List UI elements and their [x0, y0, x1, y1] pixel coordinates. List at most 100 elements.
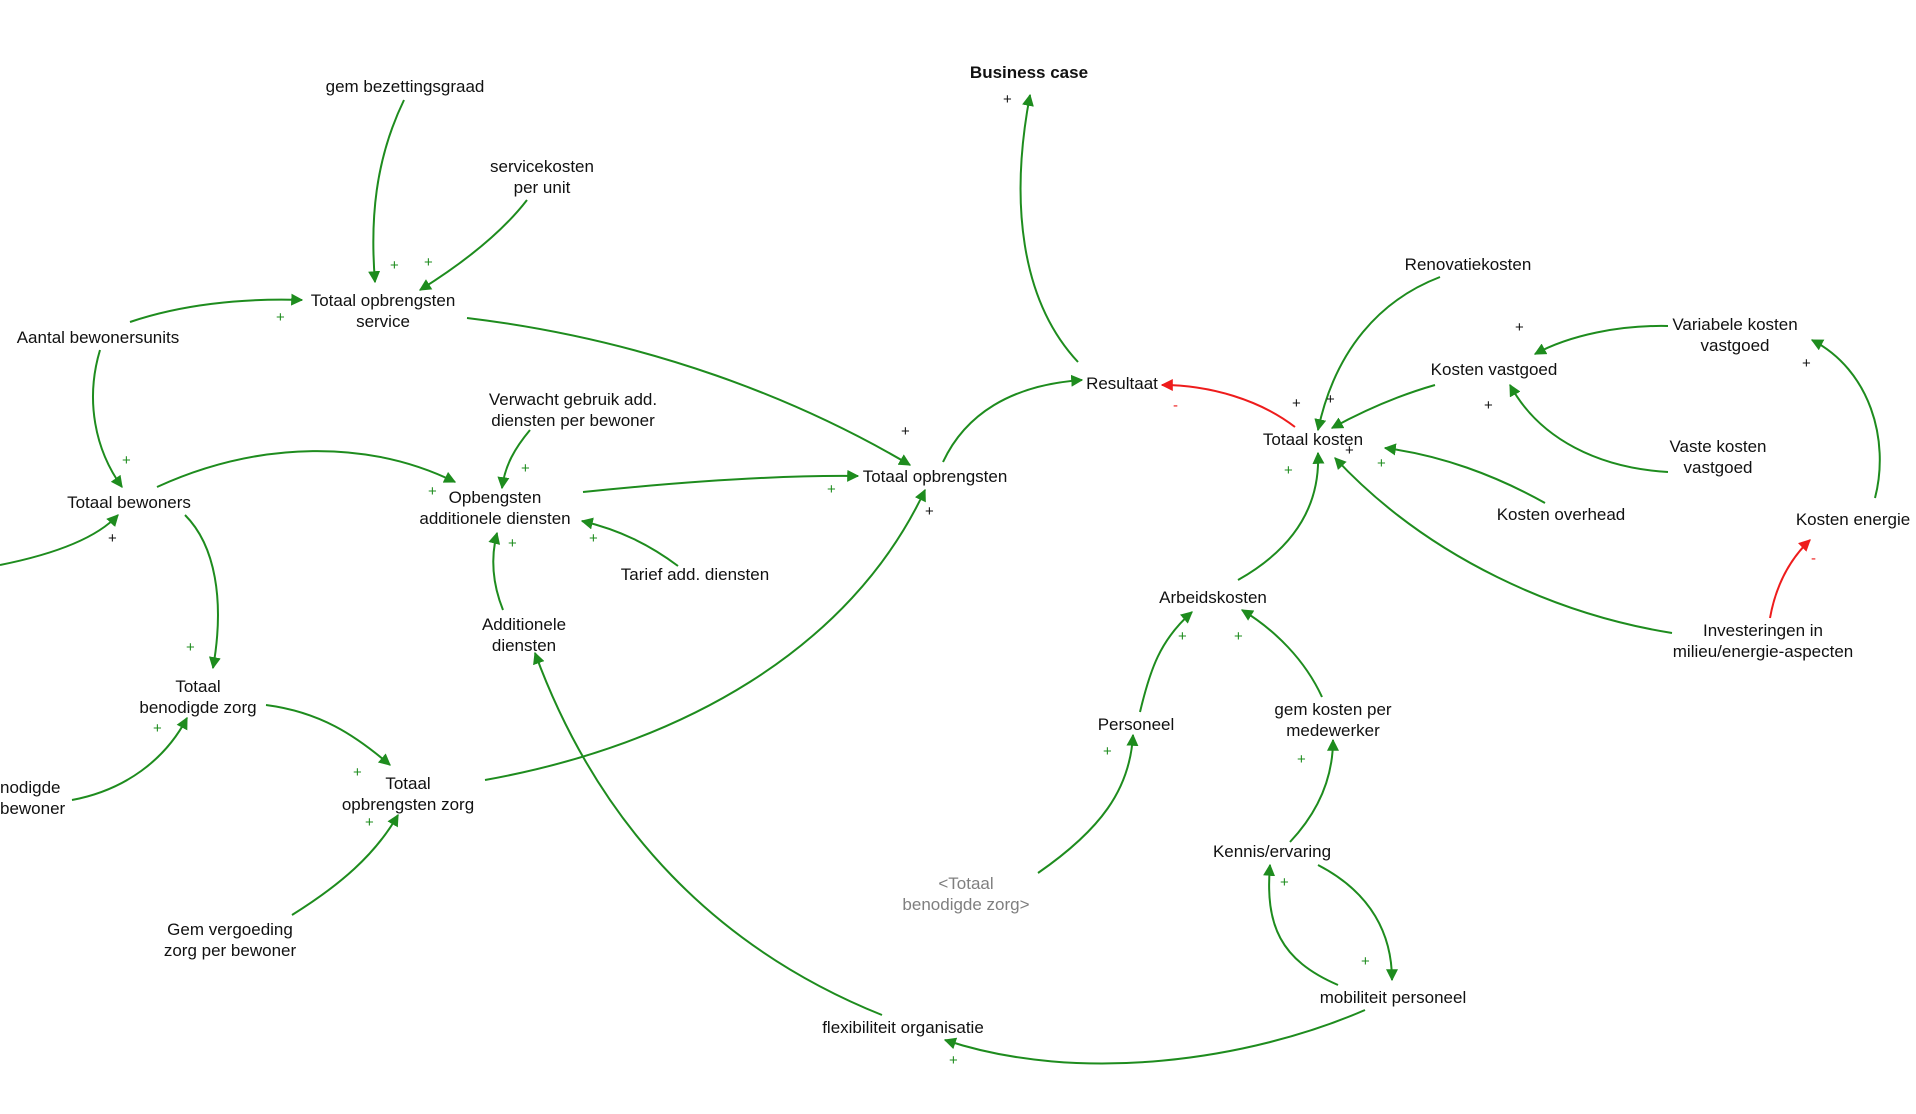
link-totaal-kosten-resultaat[interactable]	[1160, 379, 1296, 428]
link-bewoners-benodigde-zorg	[184, 514, 221, 670]
node-investeringen-line2: milieu/energie-aspecten	[1673, 642, 1854, 661]
link-personeel-arbeid	[1139, 611, 1193, 713]
node-totaal-opbrengsten-service-line1[interactable]: Totaal opbrengsten	[311, 291, 456, 310]
link-ghost-personeel	[1037, 733, 1139, 874]
sign-tarief: +	[589, 530, 598, 547]
node-verwacht-gebruik-line1[interactable]: Verwacht gebruik add.	[489, 390, 657, 409]
node-additionele-diensten-line1[interactable]: Additionele	[482, 615, 566, 634]
sign-personeel: +	[1178, 628, 1187, 645]
sign-ghost-personeel: +	[1103, 743, 1112, 760]
sign-verwacht: +	[521, 460, 530, 477]
link-service-totaal-opbrengsten	[466, 317, 912, 466]
node-servicekosten-line1[interactable]: servicekosten	[490, 157, 594, 176]
node-vaste-kosten-line1[interactable]: Vaste kosten	[1669, 437, 1766, 456]
node-servicekosten-line2: per unit	[514, 178, 571, 197]
sign-arbeid-totaal: +	[1284, 462, 1293, 479]
node-totaal-kosten[interactable]: Totaal kosten	[1263, 430, 1363, 449]
node-aantal-bewonersunits[interactable]: Aantal bewonersunits	[17, 328, 180, 347]
node-tarief-add[interactable]: Tarief add. diensten	[621, 565, 769, 584]
sign-vaste: +	[1484, 397, 1493, 414]
node-totaal-opbrengsten-zorg-line2: opbrengsten zorg	[342, 795, 474, 814]
sign-vastgoed-totaal: +	[1292, 395, 1301, 412]
sign-left-bewoners: +	[108, 530, 117, 547]
node-kosten-vastgoed[interactable]: Kosten vastgoed	[1431, 360, 1558, 379]
link-vergoeding-opbrengsten-zorg	[291, 813, 399, 916]
node-arbeidskosten[interactable]: Arbeidskosten	[1159, 588, 1267, 607]
node-variabele-kosten-line2: vastgoed	[1701, 336, 1770, 355]
sign-kennis-gem: +	[1297, 751, 1306, 768]
sign-units-service: +	[276, 309, 285, 326]
link-flexibiliteit-additionele	[533, 651, 883, 1016]
node-business-case[interactable]: Business case	[970, 63, 1088, 82]
sign-zorg-totaal: +	[925, 503, 934, 520]
node-personeel[interactable]: Personeel	[1098, 715, 1175, 734]
link-units-bewoners	[92, 349, 123, 488]
link-energie-variabele	[1810, 339, 1881, 499]
link-mobiliteit-flexibiliteit	[943, 1009, 1366, 1065]
node-kennis-ervaring[interactable]: Kennis/ervaring	[1213, 842, 1331, 861]
sign-kennis-mobiliteit: +	[1361, 953, 1370, 970]
node-kosten-energie[interactable]: Kosten energie	[1796, 510, 1910, 529]
link-kennis-gem-kosten	[1289, 738, 1339, 843]
node-opbrengsten-add-line2: additionele diensten	[419, 509, 570, 528]
links	[0, 93, 1881, 1065]
link-opbrengsten-zorg-totaal	[484, 488, 926, 781]
link-arbeid-totaal-kosten	[1237, 451, 1325, 581]
link-bezetting-service	[368, 99, 405, 284]
node-flexibiliteit-organisatie[interactable]: flexibiliteit organisatie	[822, 1018, 984, 1037]
sign-bezetting: +	[390, 257, 399, 274]
sign-mobiliteit-flex: +	[949, 1052, 958, 1069]
link-overhead-totaal-kosten	[1383, 443, 1546, 504]
node-totaal-bewoners[interactable]: Totaal bewoners	[67, 493, 191, 512]
link-investeringen-energie[interactable]	[1769, 539, 1811, 619]
node-totaal-opbrengsten-zorg-line1[interactable]: Totaal	[385, 774, 430, 793]
node-gem-vergoeding-line1[interactable]: Gem vergoeding	[167, 920, 293, 939]
link-additionele-opbrengsten-add	[488, 531, 504, 611]
node-gem-kosten-line2: medewerker	[1286, 721, 1380, 740]
link-gem-kosten-arbeid	[1240, 609, 1323, 698]
link-resultaat-business-case	[1019, 93, 1079, 363]
node-gem-kosten-line1[interactable]: gem kosten per	[1274, 700, 1392, 719]
link-bewoners-opbrengsten-add	[156, 450, 457, 488]
node-benodigde-partial-line1[interactable]: nodigde	[0, 778, 61, 797]
link-variabele-vastgoed	[1533, 324, 1669, 355]
node-investeringen-line1[interactable]: Investeringen in	[1703, 621, 1823, 640]
nodes: Business case gem bezettingsgraad servic…	[0, 63, 1910, 1037]
node-totaal-benodigde-zorg-line2: benodigde zorg	[139, 698, 256, 717]
node-resultaat[interactable]: Resultaat	[1086, 374, 1158, 393]
node-variabele-kosten-line1[interactable]: Variabele kosten	[1672, 315, 1797, 334]
sign-kosten-resultaat: -	[1173, 397, 1178, 414]
link-opbrengsten-add-totaal	[582, 469, 860, 493]
sign-servicekosten: +	[424, 254, 433, 271]
sign-bewoners-add: +	[428, 483, 437, 500]
link-totaal-opbrengsten-resultaat	[942, 374, 1084, 463]
link-vaste-vastgoed	[1509, 383, 1669, 473]
node-ghost-zorg-line2: benodigde zorg>	[902, 895, 1029, 914]
sign-investeringen-energie: -	[1811, 550, 1816, 567]
node-renovatiekosten[interactable]: Renovatiekosten	[1405, 255, 1532, 274]
node-kosten-overhead[interactable]: Kosten overhead	[1497, 505, 1626, 524]
node-totaal-opbrengsten-service-line2: service	[356, 312, 410, 331]
node-opbrengsten-add-line1[interactable]: Opbengsten	[449, 488, 542, 507]
link-benodigde-zorg-opbrengsten-zorg	[265, 704, 391, 766]
sign-vergoeding: +	[365, 814, 374, 831]
link-left-bewoners	[0, 514, 119, 566]
link-verwacht-opbrengsten-add	[497, 429, 531, 490]
sign-investeringen-totaal: +	[1345, 442, 1354, 459]
node-additionele-diensten-line2: diensten	[492, 636, 556, 655]
node-totaal-opbrengsten[interactable]: Totaal opbrengsten	[863, 467, 1008, 486]
sign-business-case: +	[1003, 91, 1012, 108]
sign-bewoners-zorg: +	[186, 639, 195, 656]
sign-benodigde-opbrengsten-zorg: +	[353, 764, 362, 781]
link-tarief-opbrengsten-add	[580, 517, 679, 567]
node-gem-bezettingsgraad[interactable]: gem bezettingsgraad	[326, 77, 485, 96]
node-ghost-zorg-line1[interactable]: <Totaal	[938, 874, 993, 893]
polarity-signs: + + + + + + + + + + + + + - + + + + + + …	[108, 91, 1816, 1069]
link-kennis-mobiliteit	[1317, 864, 1398, 982]
node-totaal-benodigde-zorg-line1[interactable]: Totaal	[175, 677, 220, 696]
link-renovatie-totaal-kosten	[1314, 276, 1441, 432]
node-mobiliteit-personeel[interactable]: mobiliteit personeel	[1320, 988, 1466, 1007]
node-vaste-kosten-line2: vastgoed	[1684, 458, 1753, 477]
node-gem-vergoeding-line2: zorg per bewoner	[164, 941, 297, 960]
